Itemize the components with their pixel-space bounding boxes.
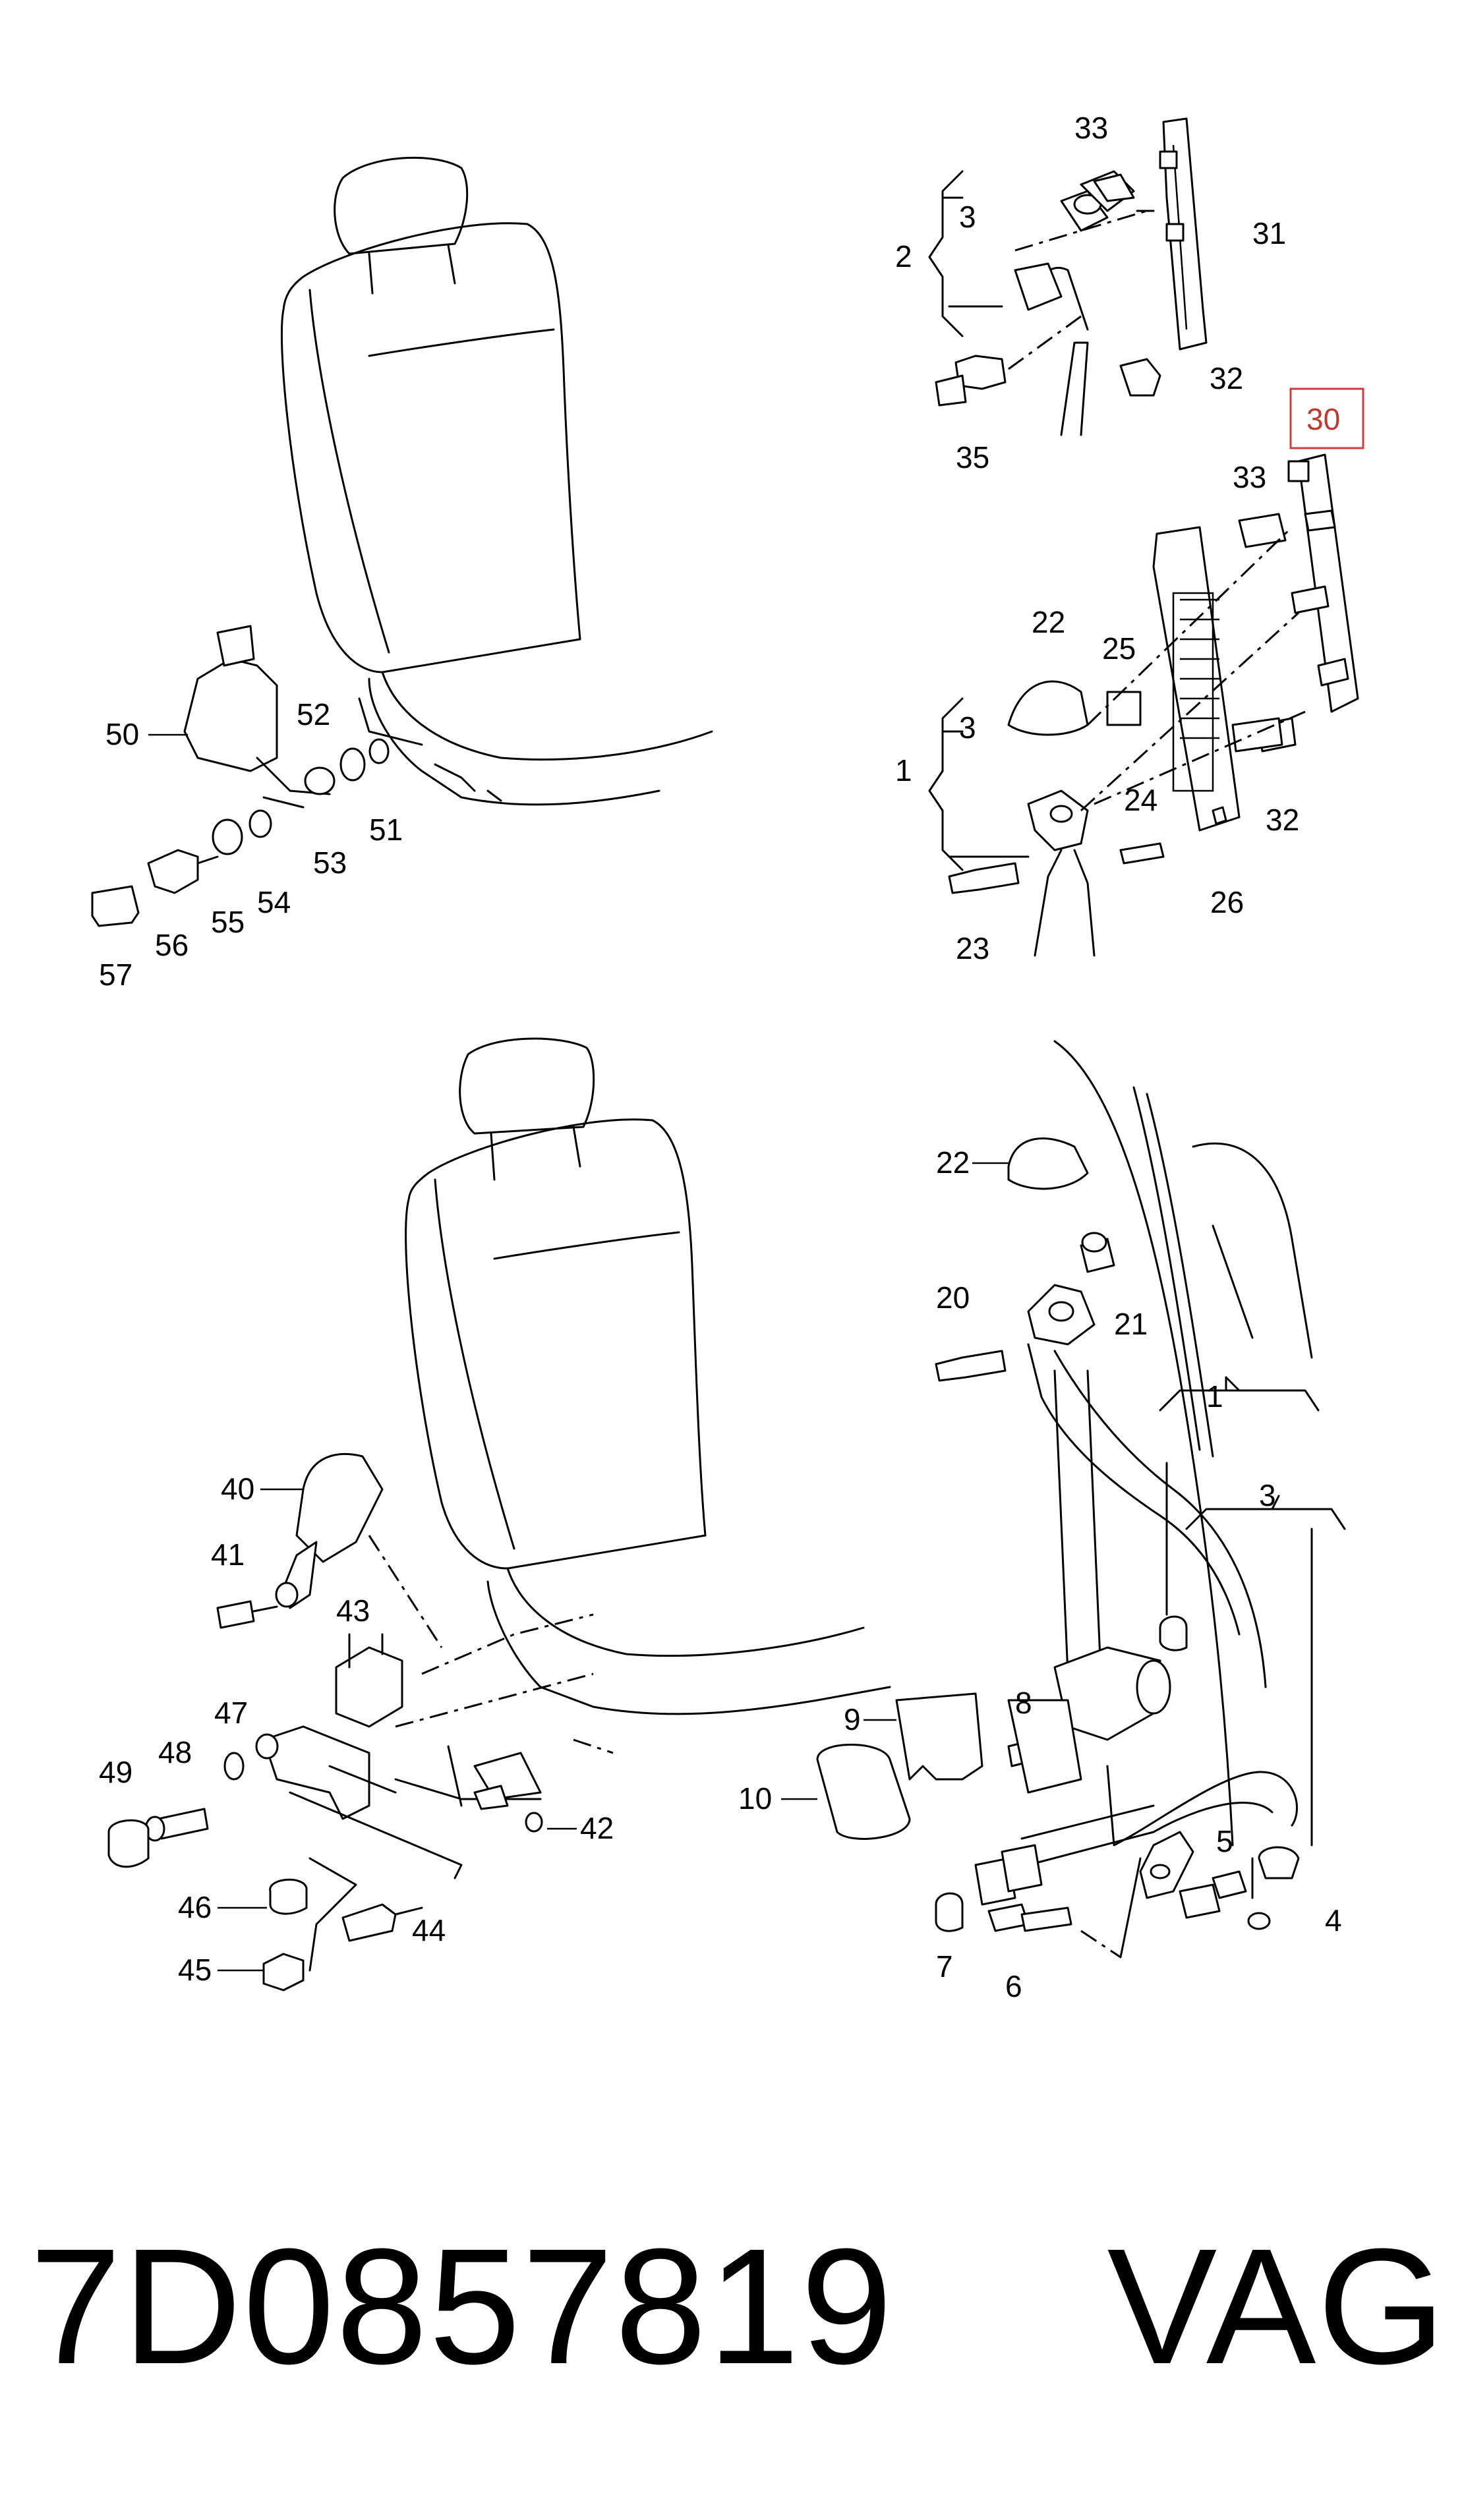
callout-45: 45 <box>178 1953 212 1987</box>
callout-30: 30 <box>1306 402 1340 436</box>
callout-55: 55 <box>211 905 245 939</box>
upper-adjuster-group <box>935 117 1208 436</box>
callout-1-upper: 1 <box>895 753 912 788</box>
callout-40: 40 <box>221 1472 254 1506</box>
callout-43: 43 <box>336 1593 370 1628</box>
callout-4: 4 <box>1325 1903 1342 1937</box>
callout-35: 35 <box>956 440 989 474</box>
part-number-text: 7D0857819 <box>30 2214 894 2398</box>
callout-3-upper: 3 <box>959 200 976 234</box>
callout-32-upper: 32 <box>1210 361 1243 395</box>
callout-33-lower: 33 <box>1233 460 1266 494</box>
callout-42: 42 <box>580 1811 614 1845</box>
callout-3-lower: 3 <box>1259 1478 1276 1512</box>
callout-7: 7 <box>936 1949 953 1984</box>
callout-3-mid: 3 <box>959 710 976 745</box>
callout-44: 44 <box>412 1913 446 1947</box>
callout-41: 41 <box>211 1537 245 1572</box>
callout-52: 52 <box>297 697 330 731</box>
callout-1-lower: 1 <box>1206 1379 1223 1414</box>
lower-adjuster-group <box>928 453 1359 957</box>
callout-8: 8 <box>1015 1686 1032 1720</box>
callout-22-upper: 22 <box>1032 605 1065 639</box>
highlighted-callout-30: 30 <box>1289 387 1364 449</box>
seat-bottom-left <box>405 1037 891 1715</box>
callout-57: 57 <box>99 958 132 992</box>
callout-48: 48 <box>158 1735 192 1769</box>
callout-54: 54 <box>257 885 291 919</box>
belt-assembly-right <box>816 1040 1346 1959</box>
callout-9: 9 <box>844 1702 861 1736</box>
callout-49: 49 <box>99 1755 132 1789</box>
callout-31: 31 <box>1252 216 1286 250</box>
buckle-assembly-left <box>107 1453 614 1991</box>
callout-25: 25 <box>1102 631 1136 666</box>
anchor-bracket-assembly <box>91 625 390 927</box>
seat-top-left <box>280 156 713 806</box>
brand-text: VAG <box>1107 2214 1447 2398</box>
callout-2: 2 <box>895 239 912 273</box>
callout-21: 21 <box>1114 1307 1148 1341</box>
callout-33-upper: 33 <box>1074 111 1108 145</box>
callout-23: 23 <box>956 931 989 965</box>
callout-47: 47 <box>214 1696 248 1730</box>
callout-53: 53 <box>313 845 347 880</box>
callout-56: 56 <box>155 928 189 962</box>
callout-32-lower: 32 <box>1266 803 1299 837</box>
callout-6: 6 <box>1005 1969 1022 2003</box>
footer-part-number: 7D0857819 VAG <box>30 2221 1447 2392</box>
callout-5: 5 <box>1216 1824 1233 1858</box>
callout-22-lower: 22 <box>936 1145 970 1180</box>
callout-24: 24 <box>1124 783 1157 817</box>
callout-50: 50 <box>105 717 139 751</box>
callout-20: 20 <box>936 1280 970 1315</box>
callout-26: 26 <box>1210 885 1244 919</box>
callout-46: 46 <box>178 1890 212 1924</box>
callout-labels: 33 31 3 2 32 35 30 33 22 25 3 1 24 32 23… <box>99 111 1364 2003</box>
callout-51: 51 <box>369 813 403 847</box>
brace-group-2-3 <box>928 170 1003 337</box>
callout-10: 10 <box>738 1781 772 1816</box>
